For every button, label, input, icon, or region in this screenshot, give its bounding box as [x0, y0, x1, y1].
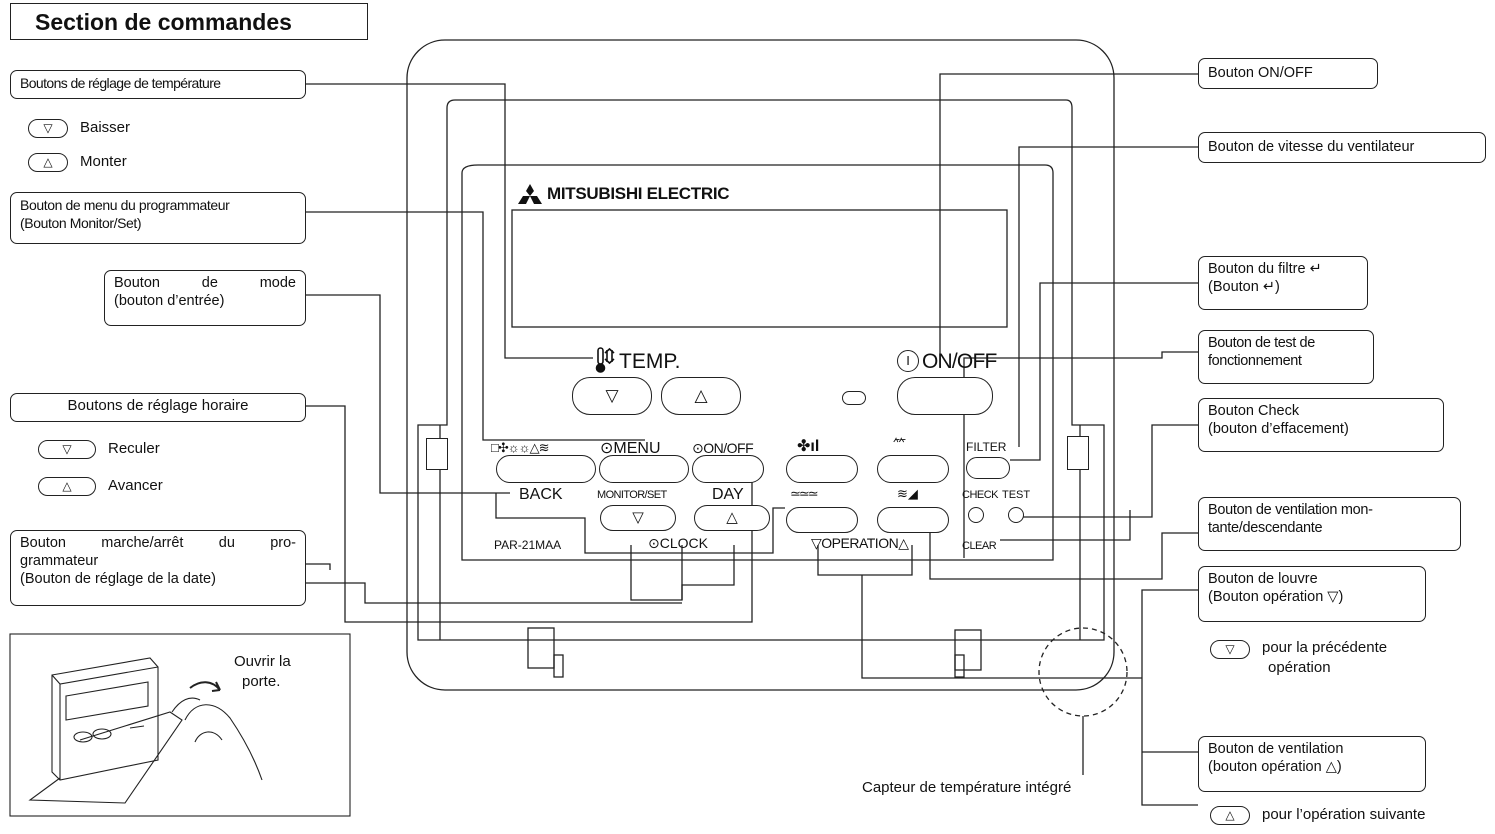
temp-up-button[interactable]: △	[661, 377, 741, 415]
menu-button[interactable]	[599, 455, 689, 483]
vent-icon: ≋◢	[897, 486, 918, 501]
callout-check-button: Bouton Check (bouton d’effacement)	[1198, 398, 1444, 452]
down-triangle-icon: ▽	[38, 439, 96, 459]
onoff-button[interactable]	[897, 377, 993, 415]
clear-label: CLEAR	[962, 540, 997, 552]
remote-door-outline	[417, 99, 1105, 641]
mode-button[interactable]	[496, 455, 596, 483]
vent-button[interactable]	[877, 507, 949, 533]
timer-icon: ⊙	[600, 440, 614, 457]
check-label: CHECK	[962, 489, 999, 501]
fan-speed-icon: ✤ıl	[797, 438, 820, 455]
test-button[interactable]	[1008, 507, 1024, 523]
check-button[interactable]	[968, 507, 984, 523]
legend-next-operation: △pour l’opération suivante	[1210, 805, 1425, 825]
callout-vent-button: Bouton de ventilation (bouton opération …	[1198, 736, 1426, 792]
legend-time-forward: △Avancer	[38, 476, 163, 496]
remote-lcd	[511, 209, 1008, 328]
operation-label: ▽OPERATION△	[811, 535, 909, 551]
temp-down-button[interactable]: ▽	[572, 377, 652, 415]
legend-temp-down: ▽Baisser	[28, 118, 130, 138]
model-label: PAR-21MAA	[494, 538, 562, 552]
callout-onoff-button: Bouton ON/OFF	[1198, 58, 1378, 89]
clock-forward-button[interactable]: △	[694, 505, 770, 531]
timer-icon: ⊙	[692, 440, 704, 456]
test-label: TEST	[1002, 489, 1031, 501]
filter-button[interactable]	[966, 457, 1010, 479]
temp-label: TEMP.	[619, 350, 681, 373]
section-title: Section de commandes	[10, 3, 368, 40]
fan-speed-button[interactable]	[786, 455, 858, 483]
louver-button[interactable]	[786, 507, 858, 533]
day-label: DAY	[712, 486, 744, 503]
legend-temp-up: △Monter	[28, 152, 127, 172]
callout-test-button: Bouton de test de fonctionnement	[1198, 330, 1374, 384]
hinge-square-left	[426, 438, 448, 470]
filter-label: FILTER	[966, 440, 1007, 454]
callout-temp-buttons: Boutons de réglage de température	[10, 70, 306, 99]
callout-mode-button: Bouton de mode (bouton d’entrée)	[104, 270, 306, 326]
down-triangle-icon: ▽	[1210, 640, 1250, 659]
power-icon: I	[897, 350, 919, 372]
mode-icons: □✣☼☼△≋	[491, 440, 549, 455]
menu-label: ⊙MENU	[600, 440, 661, 457]
operation-lamp	[842, 391, 866, 405]
door-instruction: Ouvrir la porte.	[234, 653, 291, 690]
monitor-set-label: MONITOR/SET	[597, 489, 667, 501]
callout-fan-speed: Bouton de vitesse du ventilateur	[1198, 132, 1486, 163]
mitsubishi-logo-icon	[517, 183, 543, 205]
legend-time-back: ▽Reculer	[38, 439, 160, 459]
thermometer-icon	[595, 346, 617, 374]
timer-onoff-button[interactable]	[692, 455, 764, 483]
airflow-icon: ⺮	[893, 437, 907, 452]
callout-louver-button: Bouton de louvre (Bouton opération ▽)	[1198, 566, 1426, 622]
up-triangle-icon: △	[38, 476, 96, 496]
brand-name: MITSUBISHI ELECTRIC	[547, 184, 730, 203]
timer-icon: ⊙	[648, 535, 660, 551]
timer-onoff-label: ⊙ON/OFF	[692, 440, 754, 456]
clock-label: ⊙CLOCK	[648, 535, 708, 551]
callout-time-buttons: Boutons de réglage horaire	[10, 393, 306, 422]
callout-filter-button: Bouton du filtre ↵ (Bouton ↵)	[1198, 256, 1368, 310]
callout-timer-onoff: Bouton marche/arrêt du pro- grammateur (…	[10, 530, 306, 606]
down-triangle-icon: ▽	[28, 118, 68, 138]
up-triangle-icon: △	[1210, 805, 1250, 825]
airflow-button[interactable]	[877, 455, 949, 483]
louver-icon: ≃≃≃	[790, 486, 819, 501]
clock-back-button[interactable]: ▽	[600, 505, 676, 531]
back-label: BACK	[519, 486, 563, 503]
callout-timer-menu: Bouton de menu du programmateur (Bouton …	[10, 192, 306, 244]
onoff-label: ON/OFF	[922, 350, 997, 373]
callout-airflow-button: Bouton de ventilation mon- tante/descend…	[1198, 497, 1461, 551]
remote-outer-casing	[406, 39, 1115, 691]
up-triangle-icon: △	[28, 152, 68, 172]
sensor-label: Capteur de température intégré	[862, 779, 1072, 796]
hinge-square-right	[1067, 436, 1089, 470]
